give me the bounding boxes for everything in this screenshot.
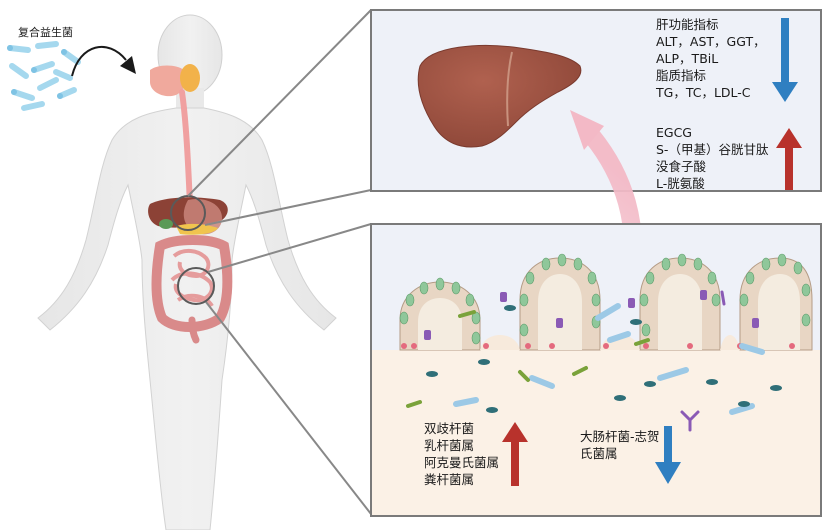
colon — [151, 235, 233, 332]
immune-cells — [424, 290, 759, 340]
liver-decreased-item: TG，TC，LDL-C — [656, 85, 751, 100]
gallbladder — [159, 219, 173, 229]
gut-increased-item: 阿克曼氏菌属 — [424, 455, 500, 470]
liver-ligament-line — [506, 51, 513, 127]
gut-increased-item: 双歧杆菌 — [424, 421, 475, 436]
liver-increased-item: L-胱氨酸 — [656, 176, 705, 191]
liver-decrease-arrow — [772, 18, 798, 102]
liver-organ — [417, 44, 582, 148]
salivary-gland — [180, 64, 200, 92]
intestine-magnifier-circle — [177, 267, 215, 305]
gut-decreased-item: 氏菌属 — [580, 446, 618, 461]
gut-increased-item: 粪杆菌属 — [424, 472, 475, 487]
ingestion-arrowhead — [120, 56, 136, 74]
liver-decreased-list: 肝功能指标 ALT，AST，GGT， ALP，TBiL 脂质指标 TG，TC，L… — [656, 16, 766, 101]
gut-decreased-item: 大肠杆菌-志贺 — [580, 429, 660, 444]
liver-decreased-item: 脂质指标 — [656, 68, 707, 83]
probiotics-label: 复合益生菌 — [18, 26, 73, 39]
pancreas — [176, 223, 218, 235]
intestinal-lumen — [372, 350, 820, 515]
liver-decreased-item: ALT，AST，GGT， — [656, 34, 766, 49]
epithelial-cells — [399, 253, 811, 345]
gut-increase-arrow — [502, 422, 528, 486]
esophagus — [179, 89, 193, 208]
gut-increased-list: 双歧杆菌 乳杆菌属 阿克曼氏菌属 粪杆菌属 — [424, 420, 499, 488]
gut-bacteria — [406, 290, 782, 432]
liver-decreased-item: 肝功能指标 — [656, 17, 719, 32]
gut-decreased-list: 大肠杆菌-志贺 氏菌属 — [580, 428, 660, 462]
liver-increased-item: EGCG — [656, 125, 692, 140]
mouth-region — [150, 65, 186, 97]
gut-increased-item: 乳杆菌属 — [424, 438, 475, 453]
ingestion-arrow — [71, 45, 127, 77]
gut-decrease-arrow — [655, 426, 681, 484]
liver-decreased-item: ALP，TBiL — [656, 51, 719, 66]
liver-increase-arrow — [776, 128, 802, 190]
gut-liver-axis-arrowhead — [570, 110, 604, 150]
zoom-connectors — [187, 9, 372, 515]
liver-increased-item: S-（甲基）谷胱甘肽 — [656, 142, 769, 157]
liver-increased-list: EGCG S-（甲基）谷胱甘肽 没食子酸 L-胱氨酸 — [656, 124, 768, 192]
liver-increased-item: 没食子酸 — [656, 159, 707, 174]
probiotics-illustration — [7, 41, 81, 111]
